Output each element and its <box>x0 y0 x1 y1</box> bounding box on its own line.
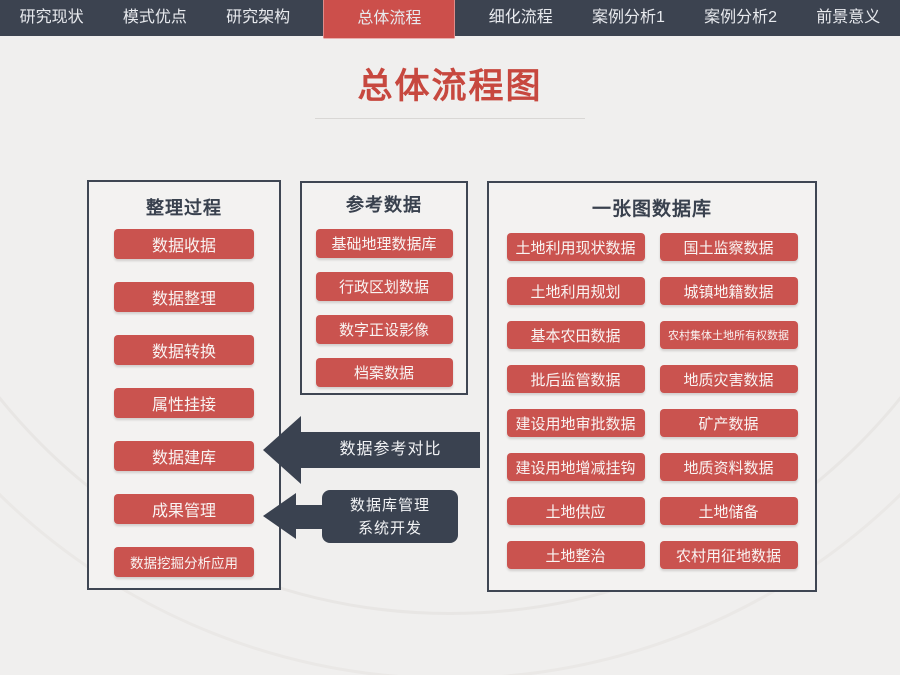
nav-tab-case-study-2[interactable]: 案例分析2 <box>704 9 778 26</box>
reference-box-title: 参考数据 <box>346 195 422 215</box>
db-item-land-use-status[interactable]: 土地利用现状数据 <box>506 233 645 261</box>
database-box-title: 一张图数据库 <box>591 199 712 220</box>
nav-tab-prospects[interactable]: 前景意义 <box>816 9 881 26</box>
db-item-construction-land-balance[interactable]: 建设用地增减挂钩 <box>506 453 645 481</box>
page-title-wrap: 总体流程图 <box>315 58 585 119</box>
db-item-land-supply[interactable]: 土地供应 <box>506 497 645 525</box>
reference-item-base-geo-db[interactable]: 基础地理数据库 <box>315 229 453 258</box>
reference-item-archive-data[interactable]: 档案数据 <box>315 358 453 387</box>
nav-tab-overall-flow-active[interactable]: 总体流程 <box>323 0 456 39</box>
db-item-mineral-data[interactable]: 矿产数据 <box>659 409 798 437</box>
compare-arrow-label: 数据参考对比 <box>339 441 442 458</box>
nav-tab-research-status[interactable]: 研究现状 <box>19 9 84 26</box>
db-item-rural-collective-ownership[interactable]: 农村集体土地所有权数据 <box>659 321 798 349</box>
nav-tab-research-framework[interactable]: 研究架构 <box>226 9 291 26</box>
db-item-urban-cadastre[interactable]: 城镇地籍数据 <box>659 277 798 305</box>
db-item-rural-expropriation[interactable]: 农村用征地数据 <box>659 541 798 569</box>
db-item-geological-disaster[interactable]: 地质灾害数据 <box>659 365 798 393</box>
db-item-construction-land-approval[interactable]: 建设用地审批数据 <box>506 409 645 437</box>
db-item-land-use-planning[interactable]: 土地利用规划 <box>506 277 645 305</box>
process-step-data-mining[interactable]: 数据挖掘分析应用 <box>114 547 254 577</box>
db-item-geological-material[interactable]: 地质资料数据 <box>659 453 798 481</box>
nav-tab-detailed-flow[interactable]: 细化流程 <box>488 9 553 26</box>
db-item-post-approval-supervision[interactable]: 批后监管数据 <box>506 365 645 393</box>
nav-tab-case-study-1[interactable]: 案例分析1 <box>591 9 665 26</box>
process-step-data-sorting[interactable]: 数据整理 <box>114 282 254 312</box>
process-box-title: 整理过程 <box>146 198 222 218</box>
db-item-land-supervision[interactable]: 国土监察数据 <box>659 233 798 261</box>
process-step-attribute-linking[interactable]: 属性挂接 <box>114 388 254 418</box>
process-step-result-management[interactable]: 成果管理 <box>114 494 254 524</box>
process-step-data-conversion[interactable]: 数据转换 <box>114 335 254 365</box>
reference-item-digital-ortho[interactable]: 数字正设影像 <box>315 315 453 344</box>
database-group-box: 一张图数据库 土地利用现状数据 国土监察数据 土地利用规划 城镇地籍数据 基本农… <box>487 181 817 592</box>
reference-item-admin-division[interactable]: 行政区划数据 <box>315 272 453 301</box>
page-title: 总体流程图 <box>357 67 543 106</box>
db-item-basic-farmland[interactable]: 基本农田数据 <box>506 321 645 349</box>
process-group-box: 整理过程 数据收据 数据整理 数据转换 属性挂接 数据建库 成果管理 数据挖掘分… <box>87 180 281 590</box>
db-item-land-reserve[interactable]: 土地储备 <box>659 497 798 525</box>
nav-tab-model-advantages[interactable]: 模式优点 <box>122 9 187 26</box>
dev-arrow-label-line2: 系统开发 <box>357 519 422 537</box>
dev-arrow-bubble: 数据库管理 系统开发 <box>322 490 458 543</box>
dev-arrow-label-line1: 数据库管理 <box>349 496 430 514</box>
reference-group-box: 参考数据 基础地理数据库 行政区划数据 数字正设影像 档案数据 <box>300 181 468 395</box>
db-item-land-consolidation[interactable]: 土地整治 <box>506 541 645 569</box>
top-navbar: 研究现状 模式优点 研究架构 总体流程 细化流程 案例分析1 案例分析2 前景意… <box>0 0 900 39</box>
process-step-database-building[interactable]: 数据建库 <box>114 441 254 471</box>
database-grid: 土地利用现状数据 国土监察数据 土地利用规划 城镇地籍数据 基本农田数据 农村集… <box>506 233 798 569</box>
process-step-data-collection[interactable]: 数据收据 <box>114 229 254 259</box>
